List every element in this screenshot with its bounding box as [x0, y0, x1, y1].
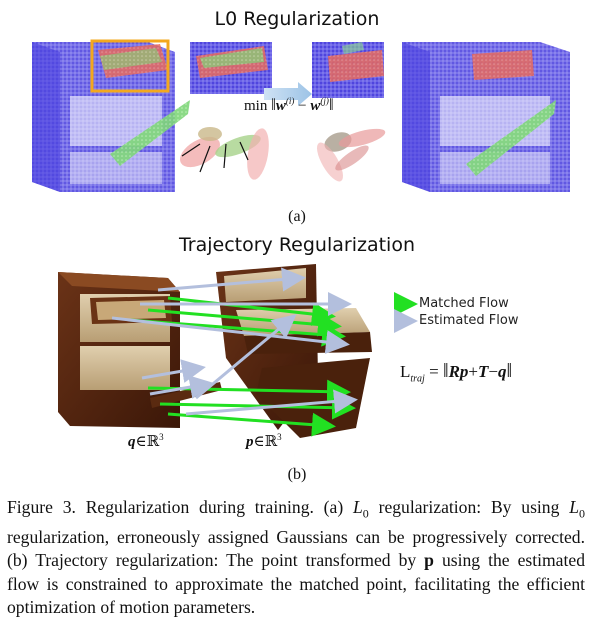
figure-caption: Figure 3. Regularization during training…: [7, 496, 585, 620]
zoom-patch-after: [312, 42, 384, 98]
caption-lead: Figure 3. Regularization during training…: [7, 497, 353, 517]
legend-matched-label: Matched Flow: [419, 296, 509, 311]
p-domain-label: p∈ℝ3: [246, 432, 282, 451]
zoom-patch-before: [190, 42, 272, 94]
traj-sub: traj: [410, 373, 425, 385]
formula-w-j: w: [310, 98, 321, 114]
traj-plus: +: [468, 362, 478, 381]
p-in-R: ∈ℝ: [253, 434, 278, 450]
traj-R: R: [448, 362, 460, 381]
panel-b-title: Trajectory Regularization: [178, 234, 415, 256]
formula-sup-i: (i): [285, 96, 295, 106]
progress-arrow: [264, 82, 312, 106]
caption-mid1: regularization: By using: [368, 497, 570, 517]
q-in-R: ∈ℝ: [135, 434, 160, 450]
formula-minus: −: [298, 98, 307, 114]
traj-norm-close: ‖: [506, 360, 513, 382]
traj-norm-open: ‖: [442, 360, 449, 382]
cabinet-right: [216, 264, 372, 438]
panel-b-label: (b): [287, 466, 307, 483]
formula-sup-j: (j): [320, 96, 329, 106]
caption-mid2: regularization, erroneously assigned Gau…: [7, 526, 585, 571]
trajectory-formula: Ltraj = ‖Rp+T−q‖: [400, 360, 512, 384]
q-sup-3: 3: [159, 432, 164, 442]
panel-a-title: L0 Regularization: [214, 8, 380, 30]
formula-min: min: [244, 98, 268, 114]
gaussians-after: [317, 128, 386, 182]
q-domain-label: q∈ℝ3: [128, 432, 164, 451]
caption-sub0-b: 0: [578, 506, 585, 521]
caption-L0-b: L: [569, 497, 579, 517]
cabinet-pointcloud-left: [32, 39, 190, 192]
traj-p: p: [459, 362, 469, 381]
legend-estimated-label: Estimated Flow: [419, 313, 519, 328]
caption-sub0-a: 0: [362, 506, 369, 521]
p-symbol: p: [246, 434, 254, 450]
p-sup-3: 3: [277, 432, 282, 442]
caption-p-bold: p: [424, 550, 434, 571]
gaussians-before: [180, 127, 269, 180]
traj-q: q: [497, 362, 507, 381]
traj-T: T: [478, 362, 489, 381]
panel-a-illustration: [32, 39, 570, 192]
estimated-flow-arrows: [111, 267, 358, 416]
formula-norm-open: ‖: [271, 95, 276, 114]
cabinet-pointcloud-right: [402, 42, 570, 192]
caption-L0-a: L: [353, 497, 363, 517]
l0-formula: min ‖w(i) − w(j)‖: [244, 95, 334, 115]
traj-minus: −: [488, 362, 498, 381]
formula-norm-close: ‖: [328, 95, 334, 114]
q-symbol: q: [128, 434, 136, 450]
panel-a-label: (a): [288, 208, 306, 225]
traj-L: L: [400, 362, 411, 381]
panel-b-illustration: [58, 264, 418, 438]
traj-eq: =: [429, 362, 439, 381]
formula-w-i: w: [275, 98, 286, 114]
